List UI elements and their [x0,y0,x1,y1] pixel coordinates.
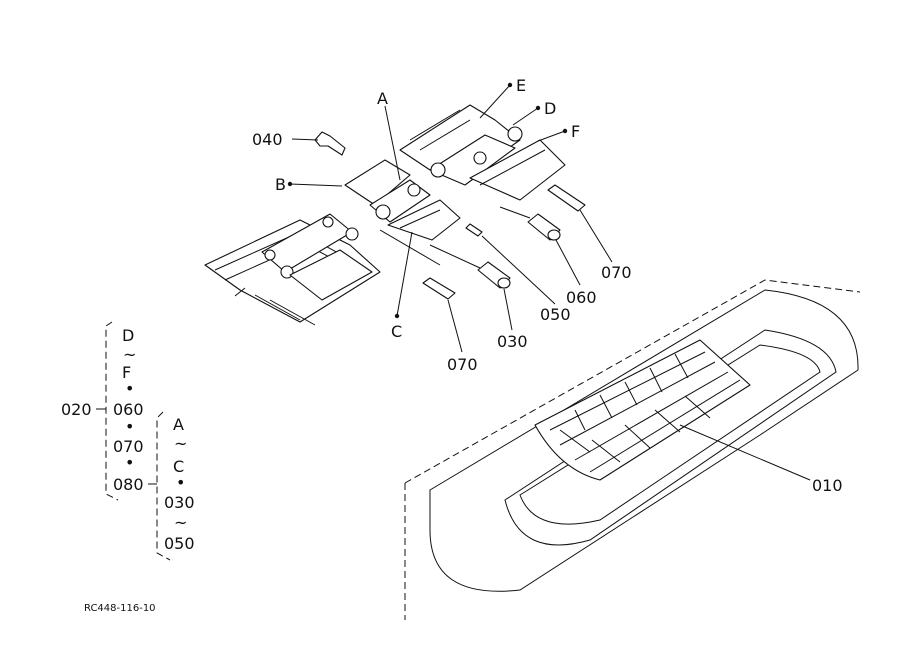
assembly-legend: 020 D ~ F • 060 • 070 • 080 A ~ C • 030 … [61,321,195,561]
chain-segment-left [204,213,381,326]
legend-inner-3: • [176,473,185,492]
legend-inner-1: ~ [174,434,187,453]
leader-dots [287,82,568,319]
label-060: 060 [566,288,597,307]
chain-link-centre [344,159,461,241]
legend-inner-5: ~ [174,513,187,532]
chain-segment-right [399,104,566,201]
track-lug-section [534,339,751,481]
legend-outer-3: • [125,379,134,398]
label-C: C [391,322,402,341]
legend-group-020: 020 [61,400,92,419]
drawing-code: RC448-116-10 [84,603,156,614]
leader-lines [289,84,811,481]
label-070-left: 070 [447,355,478,374]
legend-inner-6: 050 [164,534,195,553]
label-070-right: 070 [601,263,632,282]
legend-outer-6: 070 [113,437,144,456]
bolt-040 [314,131,346,156]
legend-outer-4: 060 [113,400,144,419]
label-B: B [275,175,286,194]
label-030: 030 [497,332,528,351]
legend-outer-5: • [125,417,134,436]
part-labels: 040 B A E D F C 070 030 050 060 070 010 [252,76,843,495]
legend-outer-1: ~ [123,345,136,364]
legend-inner-0: A [173,415,184,434]
label-E: E [516,76,526,95]
label-040: 040 [252,130,283,149]
bushing-060 [527,213,561,241]
legend-inner-4: 030 [164,493,195,512]
legend-outer-7: • [125,453,134,472]
legend-outer-8: 080 [113,475,144,494]
label-050: 050 [540,305,571,324]
legend-inner-2: C [173,457,184,476]
label-010: 010 [812,476,843,495]
legend-outer-2: F [122,363,131,382]
pin-050 [465,223,483,237]
pin-070-right [547,184,586,212]
label-D: D [544,99,556,118]
bushing-030 [477,261,511,289]
legend-outer-0: D [122,326,134,345]
label-F: F [571,122,580,141]
pin-070-left [422,277,456,300]
label-A: A [377,89,388,108]
rubber-track-outline [404,279,861,620]
